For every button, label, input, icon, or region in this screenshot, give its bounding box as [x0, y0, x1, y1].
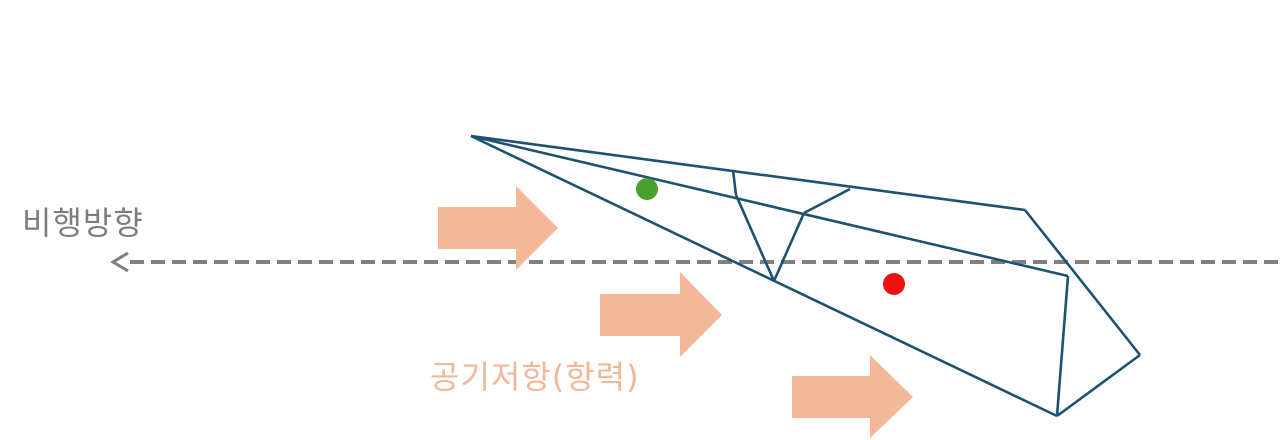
flight-direction-arrowhead: [110, 251, 129, 273]
air-resistance-label: 공기저항(항력): [430, 358, 640, 396]
air-arrow-3: [792, 355, 913, 438]
air-arrow-1: [438, 186, 558, 270]
air-arrow-2: [600, 272, 722, 357]
flight-direction-line: [110, 251, 1278, 273]
green-point: [636, 178, 658, 200]
paper-airplane: [470, 134, 1142, 418]
red-point: [883, 273, 905, 295]
flight-direction-label: 비행방향: [22, 204, 144, 242]
